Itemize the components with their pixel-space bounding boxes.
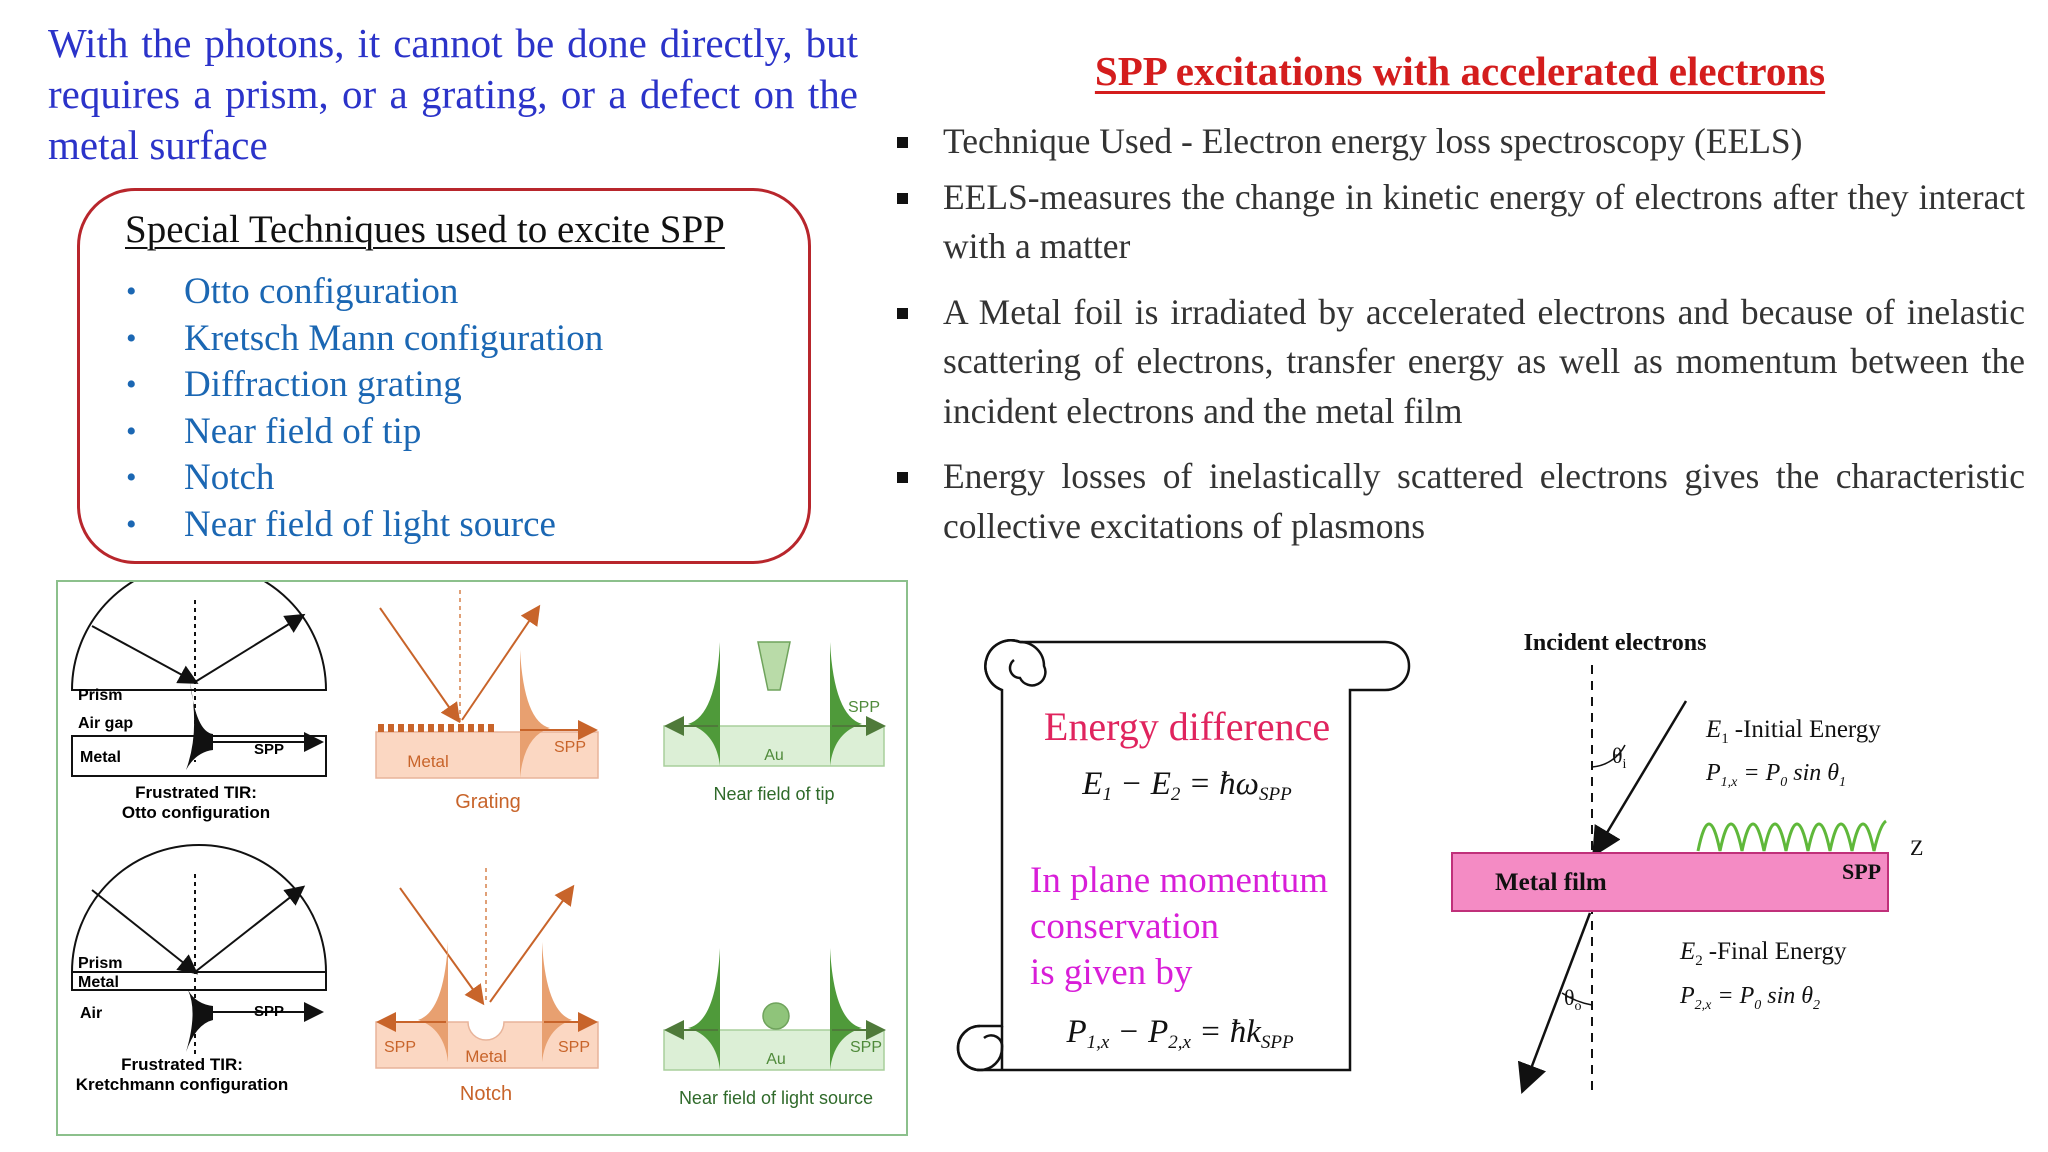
metal-film	[1451, 852, 1889, 912]
excitation-diagrams-panel: Prism Air gap Metal SPP Frustrated TIR: …	[56, 562, 908, 1136]
kretschmann-prism-label: Prism	[78, 955, 122, 972]
notch-caption: Notch	[460, 1083, 512, 1105]
excitation-diagrams: Prism Air gap Metal SPP Frustrated TIR: …	[70, 562, 886, 1108]
e1-initial-energy: E1-Initial Energy	[1705, 716, 1881, 747]
tip-spp-label: SPP	[848, 699, 880, 716]
incident-electrons-label: Incident electrons	[1524, 630, 1707, 656]
momentum-text-line-1: In plane momentum	[1030, 860, 1328, 901]
list-item: Otto configuration	[80, 269, 603, 316]
list-item: Diffraction grating	[80, 362, 603, 409]
light-source-diagram: Au SPP Near field of light source	[663, 948, 886, 1108]
otto-caption-2: Otto configuration	[122, 803, 270, 822]
theta-o-label: θo	[1564, 985, 1582, 1014]
metal-film-label: Metal film	[1495, 869, 1607, 896]
notch-metal-label: Metal	[465, 1047, 507, 1066]
otto-metal-label: Metal	[80, 749, 121, 766]
techniques-box: Special Techniques used to excite SPP Ot…	[77, 188, 811, 564]
momentum-text-line-2: conservation	[1030, 906, 1219, 947]
bullet-item: Energy losses of inelastically scattered…	[895, 452, 2025, 551]
equation-scroll: Energy difference E1 − E2 = ħωSPP In pla…	[956, 639, 1411, 1072]
list-item: Kretsch Mann configuration	[80, 316, 603, 363]
section-title: SPP excitations with accelerated electro…	[880, 47, 2040, 95]
source-caption: Near field of light source	[679, 1088, 873, 1108]
intro-text: With the photons, it cannot be done dire…	[48, 20, 858, 168]
grating-diagram: Metal SPP Grating	[375, 590, 599, 813]
otto-airgap-label: Air gap	[78, 715, 133, 732]
energy-equation: E1 − E2 = ħωSPP	[1081, 766, 1292, 805]
bullet-item: A Metal foil is irradiated by accelerate…	[895, 288, 2025, 437]
spp-wave	[1696, 819, 1887, 852]
techniques-list: Otto configuration Kretsch Mann configur…	[80, 269, 603, 548]
tip-au-label: Au	[764, 747, 784, 764]
kretschmann-diagram: Prism Metal Air SPP Frustrated TIR: Kret…	[71, 844, 327, 1094]
z-axis-label: Z	[1910, 835, 1923, 860]
tip-caption: Near field of tip	[713, 784, 834, 804]
kretschmann-spp-label: SPP	[254, 1003, 284, 1020]
list-item: Near field of tip	[80, 409, 603, 456]
grating-metal-label: Metal	[407, 752, 449, 771]
otto-spp-label: SPP	[254, 741, 284, 758]
tip-diagram: Au SPP Near field of tip	[663, 641, 886, 804]
kretschmann-caption-2: Kretchmann configuration	[76, 1075, 289, 1094]
eels-bullet-list: Technique Used - Electron energy loss sp…	[895, 117, 2025, 567]
notch-spp-right-label: SPP	[558, 1039, 590, 1056]
grating-spp-label: SPP	[554, 739, 586, 756]
bullet-item: Technique Used - Electron energy loss sp…	[895, 117, 2025, 167]
techniques-heading: Special Techniques used to excite SPP	[125, 208, 725, 251]
momentum-equation: P1,x − P2,x = ħkSPP	[1065, 1014, 1294, 1053]
spp-label: SPP	[1842, 859, 1881, 884]
otto-diagram: Prism Air gap Metal SPP Frustrated TIR: …	[70, 562, 328, 822]
kretschmann-air-label: Air	[80, 1005, 102, 1022]
momentum-text-line-3: is given by	[1030, 952, 1193, 993]
section-title-text: SPP excitations with accelerated electro…	[1094, 48, 1826, 94]
eels-diagram: Incident electrons θi Metal film SPP Z θ…	[1451, 630, 1923, 1095]
bullet-item: EELS-measures the change in kinetic ener…	[895, 173, 2025, 272]
e2-final-energy: E2-Final Energy	[1679, 938, 1847, 969]
kretschmann-metal-label: Metal	[78, 974, 119, 991]
theta-i-label: θi	[1612, 743, 1627, 772]
list-item: Notch	[80, 455, 603, 502]
notch-spp-left-label: SPP	[384, 1039, 416, 1056]
grating-caption: Grating	[455, 791, 521, 813]
otto-caption-1: Frustrated TIR:	[135, 783, 257, 802]
p1-equation: P1,x = P0 sin θ1	[1705, 760, 1846, 790]
p2-equation: P2,x = P0 sin θ2	[1679, 983, 1820, 1013]
otto-prism-label: Prism	[78, 687, 122, 704]
notch-diagram: SPP SPP Metal Notch	[375, 868, 599, 1105]
source-au-label: Au	[766, 1051, 786, 1068]
kretschmann-caption-1: Frustrated TIR:	[121, 1055, 243, 1074]
energy-difference-title: Energy difference	[1044, 704, 1330, 749]
list-item: Near field of light source	[80, 502, 603, 549]
source-spp-label: SPP	[850, 1039, 882, 1056]
